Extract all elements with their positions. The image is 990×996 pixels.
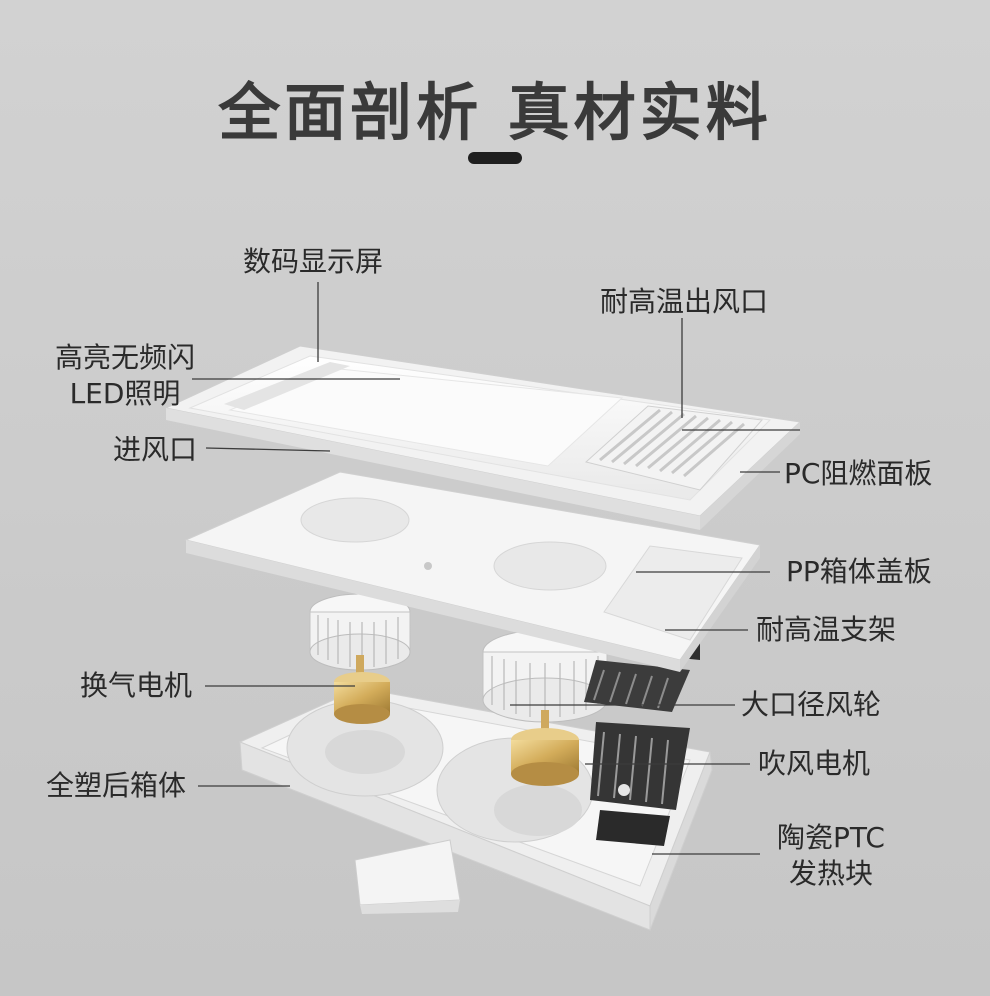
- back-box: [238, 687, 713, 931]
- label-ptc-line2: 发热块: [788, 857, 873, 890]
- pc-panel: [164, 345, 802, 530]
- label-impeller: 大口径风轮: [741, 688, 882, 721]
- label-back-box: 全塑后箱体: [46, 769, 187, 802]
- label-led-lighting: 高亮无频闪 LED照明: [50, 340, 200, 412]
- page-title: 全面剖析 真材实料: [218, 76, 772, 149]
- label-hot-outlet: 耐高温出风口: [600, 285, 769, 318]
- vent-fan-assembly: [309, 593, 411, 724]
- label-vent-motor: 换气电机: [80, 669, 193, 702]
- label-led-line1: 高亮无频闪: [54, 341, 195, 374]
- label-led-line2: LED照明: [69, 377, 181, 410]
- pp-box-cover: [184, 471, 761, 672]
- label-display: 数码显示屏: [243, 245, 384, 278]
- label-ptc-heater: 陶瓷PTC 发热块: [766, 820, 896, 892]
- label-pc-panel: PC阻燃面板: [784, 457, 933, 490]
- label-heat-bracket: 耐高温支架: [756, 613, 897, 646]
- label-ptc-line1: 陶瓷PTC: [777, 821, 885, 854]
- label-blower-motor: 吹风电机: [758, 747, 871, 780]
- leader-lines: [192, 282, 800, 855]
- blower-fan-assembly: [482, 629, 608, 786]
- title-underline: [468, 152, 522, 164]
- label-air-inlet: 进风口: [113, 433, 198, 466]
- label-pp-cover: PP箱体盖板: [786, 555, 932, 588]
